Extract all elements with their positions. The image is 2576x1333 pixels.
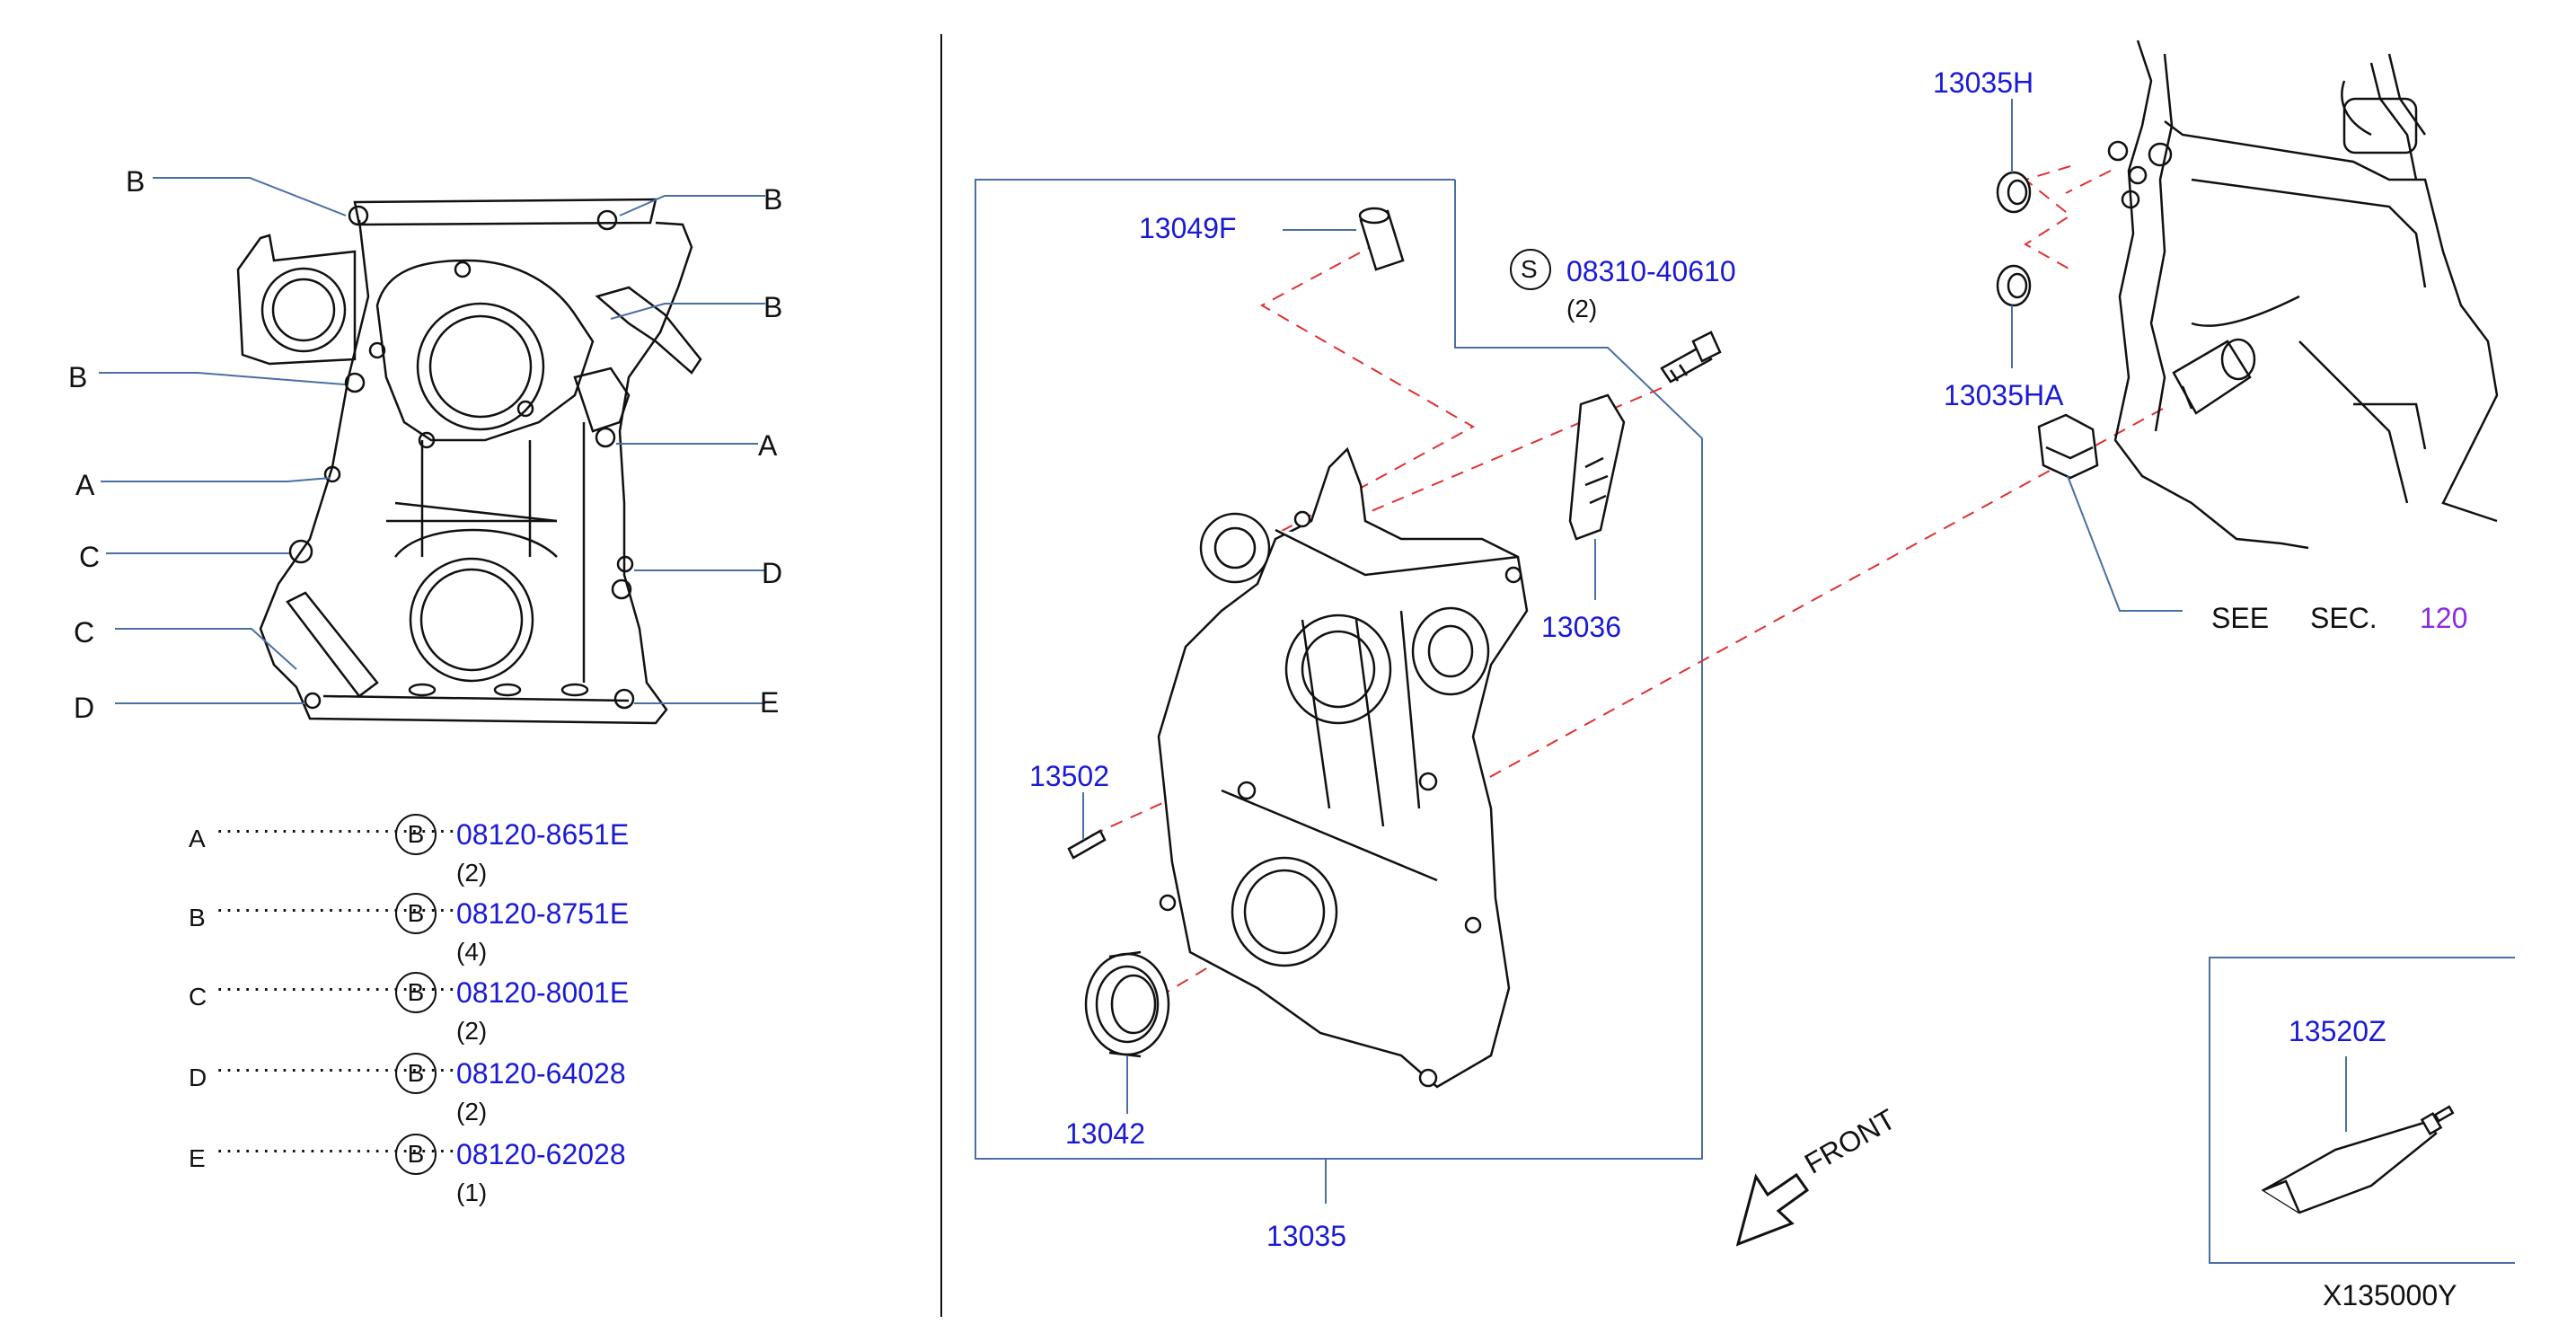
- bolt-row-letter: E: [189, 1144, 206, 1172]
- plate-13036: [1568, 393, 1626, 541]
- part-label-13520z: 13520Z: [2289, 1015, 2386, 1047]
- bolt-row-letter: D: [189, 1064, 207, 1091]
- pos-label-b1: B: [126, 165, 146, 198]
- assembly-frame: [975, 179, 1703, 1160]
- sealant-box: [2209, 957, 2515, 1264]
- bolt-quantity: (4): [456, 938, 488, 966]
- bolt-row-letter: A: [189, 825, 206, 852]
- pos-label-e: E: [760, 686, 780, 719]
- bolt-quantity: (2): [456, 859, 488, 887]
- pin-13502: [1067, 829, 1107, 860]
- bolt-row-letter: C: [189, 983, 207, 1011]
- pos-label-d1: D: [762, 557, 783, 589]
- diagram-code: X135000Y: [2323, 1279, 2457, 1311]
- engine-block-partial: [2107, 40, 2499, 550]
- bolt-symbol-circle: B: [395, 814, 437, 855]
- sec-label: SEC.: [2310, 602, 2378, 634]
- left-leaders: [99, 177, 765, 704]
- front-cover-view: [236, 198, 702, 725]
- seal-13042: [1084, 950, 1170, 1058]
- part-label-13035h: 13035H: [1933, 66, 2034, 99]
- dowel-13049f: [1358, 207, 1405, 271]
- bolt-symbol-circle: B: [395, 1053, 437, 1094]
- part-qty-08310: (2): [1566, 295, 1598, 322]
- part-label-08310-40610: 08310-40610: [1566, 255, 1736, 287]
- pos-label-c2: C: [74, 616, 95, 649]
- part-label-13035: 13035: [1266, 1220, 1346, 1252]
- bolt-quantity: (2): [456, 1017, 488, 1045]
- pos-label-b3: B: [763, 291, 783, 323]
- pos-label-d2: D: [74, 692, 95, 724]
- bolt-symbol-circle: B: [395, 893, 437, 934]
- see-label: SEE: [2211, 602, 2270, 634]
- part-label-13502: 13502: [1029, 760, 1109, 792]
- pos-label-c1: C: [79, 541, 101, 573]
- bolt-symbol-circle: B: [395, 972, 437, 1013]
- nut-13035h: [1996, 171, 2032, 214]
- bolt-quantity: (1): [456, 1179, 488, 1206]
- nut-13035ha: [1996, 264, 2032, 307]
- bolt-part-number: 08120-8001E: [456, 976, 630, 1009]
- bolt-quantity: (2): [456, 1098, 488, 1126]
- part-label-13035ha: 13035HA: [1944, 379, 2064, 411]
- pos-label-b4: B: [68, 361, 88, 393]
- front-arrow: [1735, 1172, 1810, 1247]
- hex-nut-sec120: [2037, 413, 2099, 480]
- bolt-symbol-circle: B: [395, 1134, 437, 1175]
- s-symbol-letter: S: [1521, 255, 1538, 283]
- bolt-part-number: 08120-62028: [456, 1138, 626, 1170]
- bolt-part-number: 08120-64028: [456, 1057, 626, 1090]
- part-label-13042: 13042: [1065, 1117, 1145, 1150]
- s-symbol-circle: [1510, 249, 1551, 290]
- bolt-part-number: 08120-8751E: [456, 897, 630, 930]
- bolt-row-letter: B: [189, 904, 206, 931]
- section-ref-link[interactable]: 120: [2420, 602, 2468, 634]
- sealant-tube: [2261, 1105, 2455, 1214]
- bolt-08310: [1660, 331, 1722, 384]
- part-label-13049f: 13049F: [1139, 212, 1237, 244]
- front-cover-exploded: [1157, 446, 1529, 1089]
- leader-sec120: [2067, 475, 2183, 612]
- bolt-part-number: 08120-8651E: [456, 818, 630, 851]
- pos-label-b2: B: [763, 183, 783, 216]
- pos-label-a2: A: [75, 469, 95, 501]
- part-label-13036: 13036: [1541, 611, 1621, 643]
- pos-label-a1: A: [758, 429, 778, 462]
